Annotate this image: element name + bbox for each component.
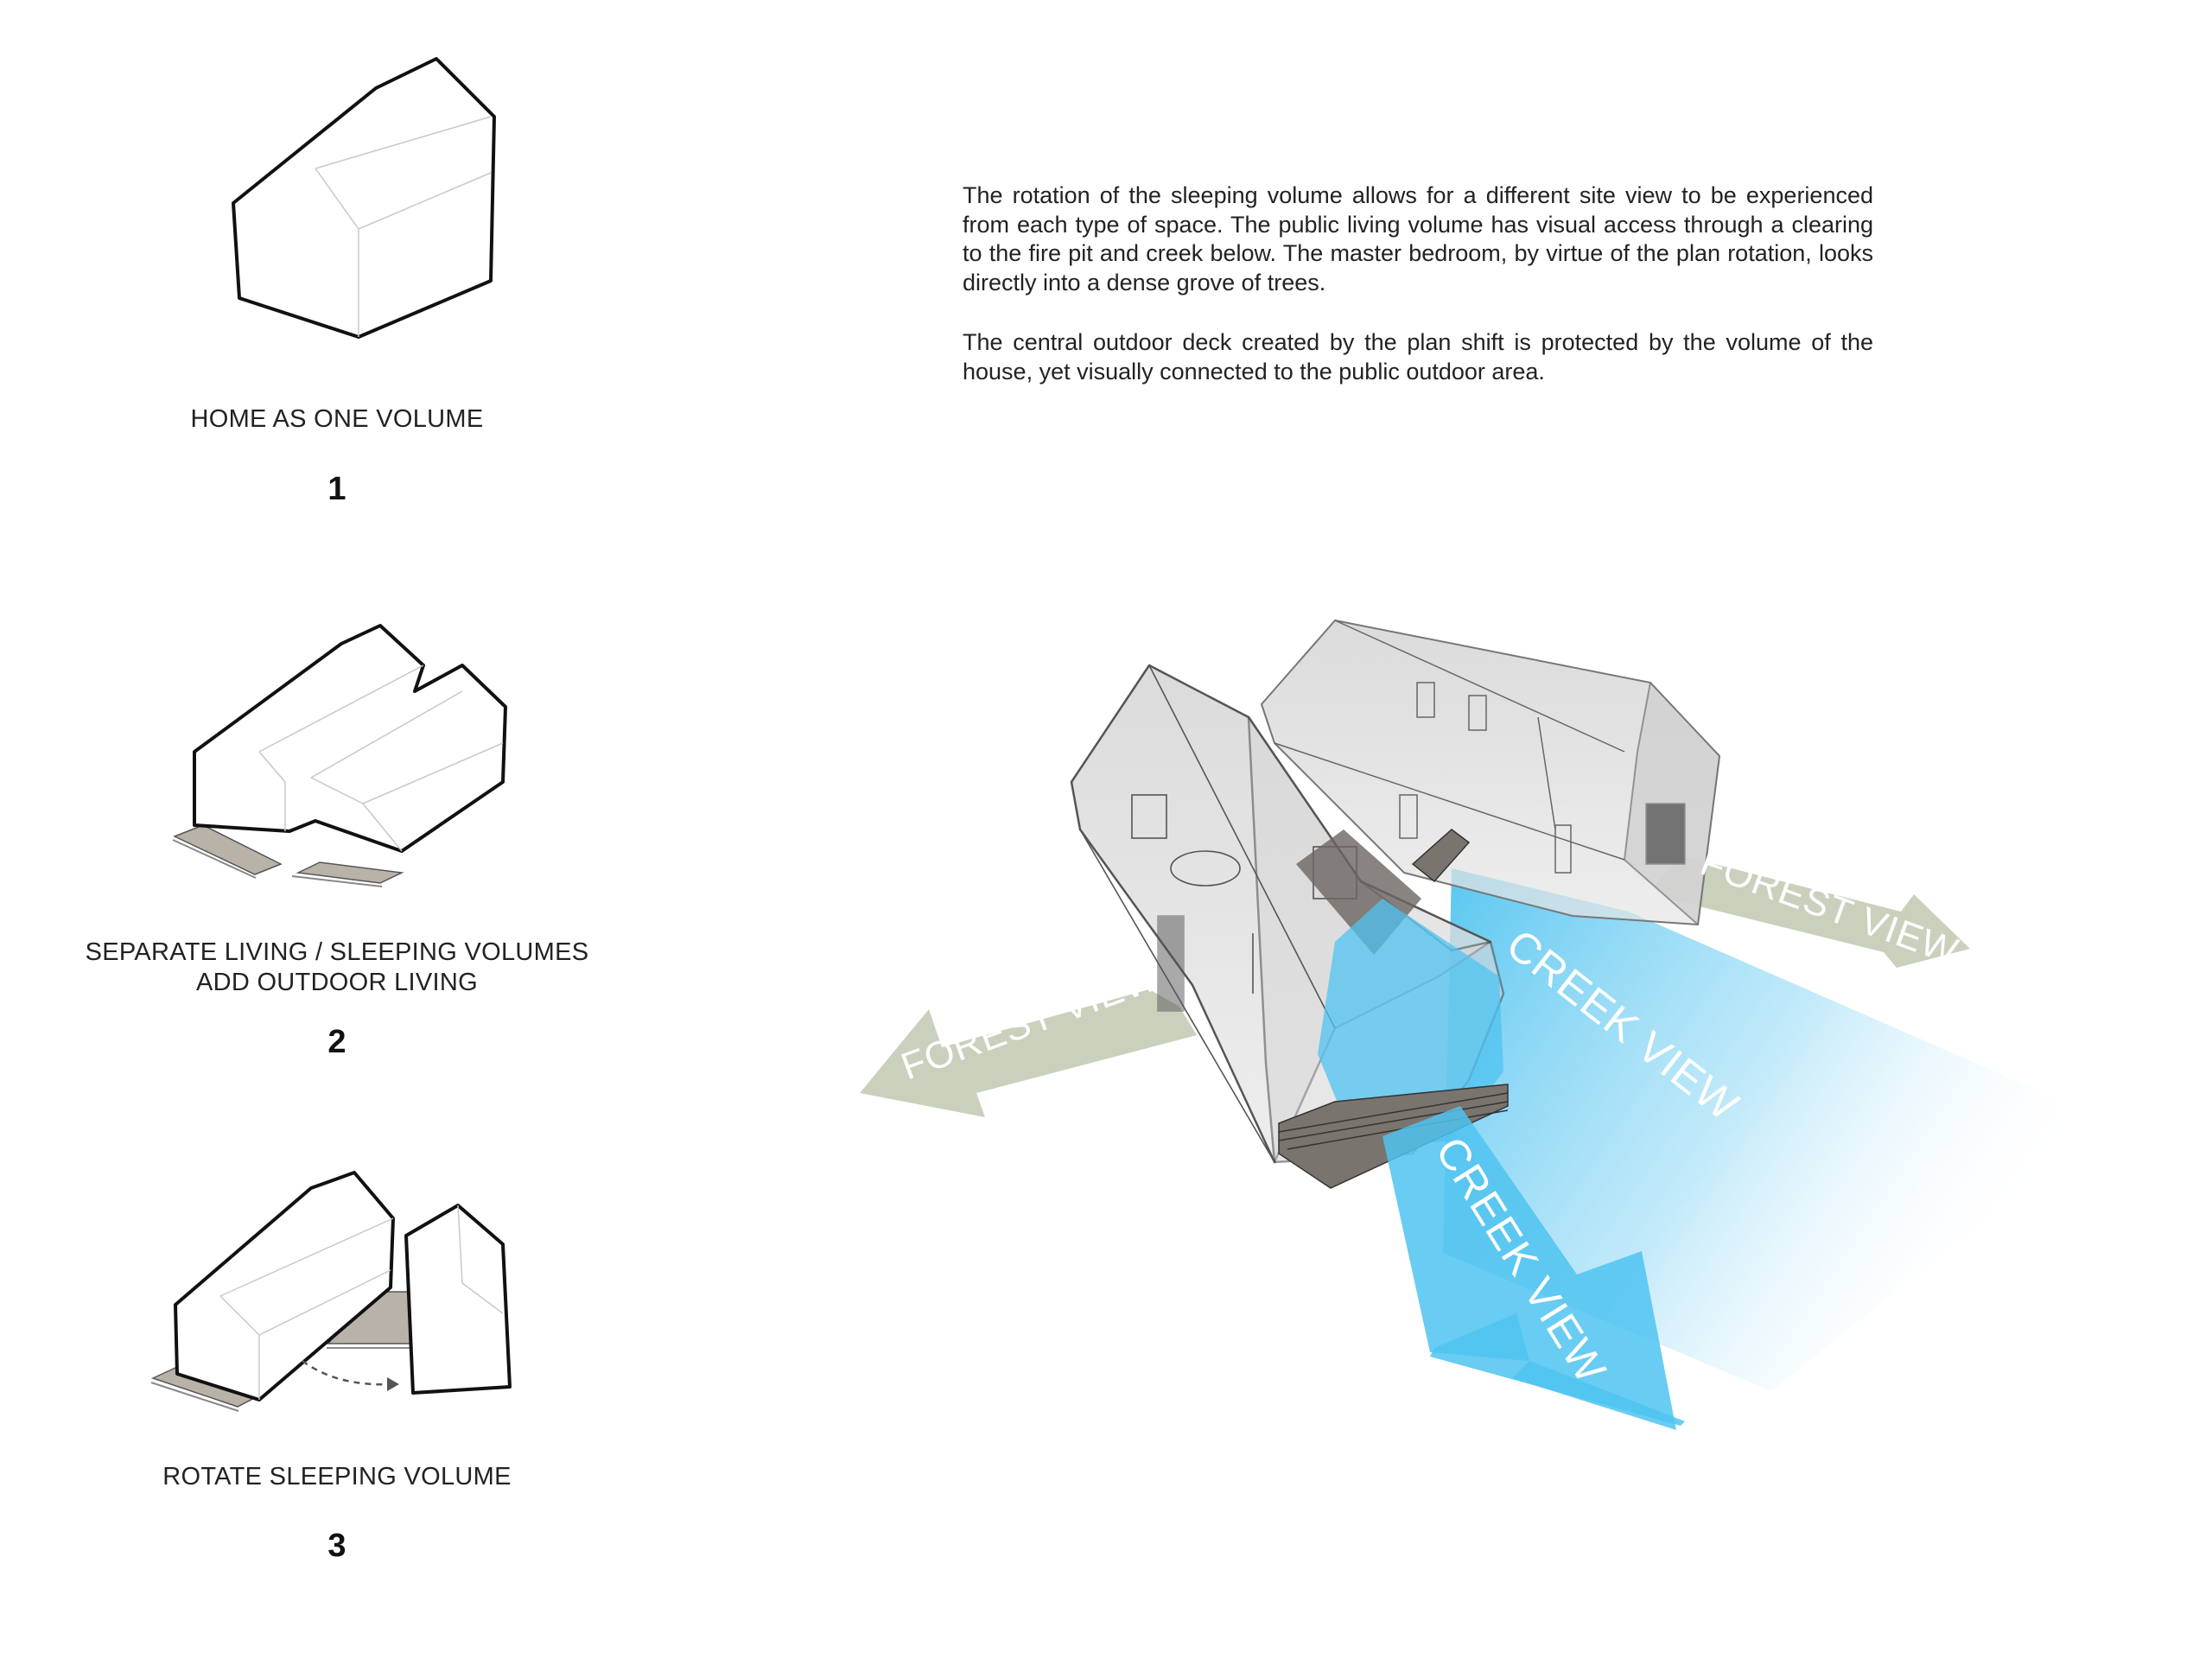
creek-view-beam	[1443, 868, 2074, 1391]
step3-living-volume	[174, 1171, 395, 1402]
sleeping-volume-details	[1274, 620, 1686, 874]
step3-sleeping-volume	[404, 1204, 512, 1395]
step1-house-volume	[232, 57, 496, 339]
step2-caption-line1: SEPARATE LIVING / SLEEPING VOLUMES	[85, 938, 589, 966]
step2-deck-edges	[172, 839, 383, 887]
forest-view-arrow-right	[1655, 855, 1970, 968]
forest-view-arrow-left	[860, 989, 1197, 1117]
step2-house-edges	[258, 664, 504, 852]
step1-caption: HOME AS ONE VOLUME	[190, 405, 484, 433]
step2-decks	[173, 824, 404, 884]
step2-caption: SEPARATE LIVING / SLEEPING VOLUMES ADD O…	[52, 938, 622, 998]
step2-house-volumes	[193, 624, 507, 853]
creek-view-arrow-lower-head	[1430, 1313, 1685, 1426]
description-paragraph-1: The rotation of the sleeping volume allo…	[963, 182, 1873, 296]
step3-house-edges	[219, 1205, 504, 1400]
rotation-arrowhead	[387, 1377, 399, 1391]
step3-caption: ROTATE SLEEPING VOLUME	[162, 1463, 512, 1491]
rotation-arrow	[302, 1359, 394, 1386]
living-volume-details	[1079, 664, 1357, 1163]
description-paragraph-2: The central outdoor deck created by the …	[963, 329, 1873, 385]
step3-number: 3	[327, 1528, 346, 1564]
step2-caption-line2: ADD OUTDOOR LIVING	[195, 969, 479, 996]
step2-number: 2	[327, 1024, 346, 1060]
creek-view-glazing	[1318, 899, 1503, 1149]
step1-number: 1	[327, 471, 346, 507]
step1-house-edges	[315, 116, 492, 337]
step3-deck-edges	[150, 1347, 410, 1412]
